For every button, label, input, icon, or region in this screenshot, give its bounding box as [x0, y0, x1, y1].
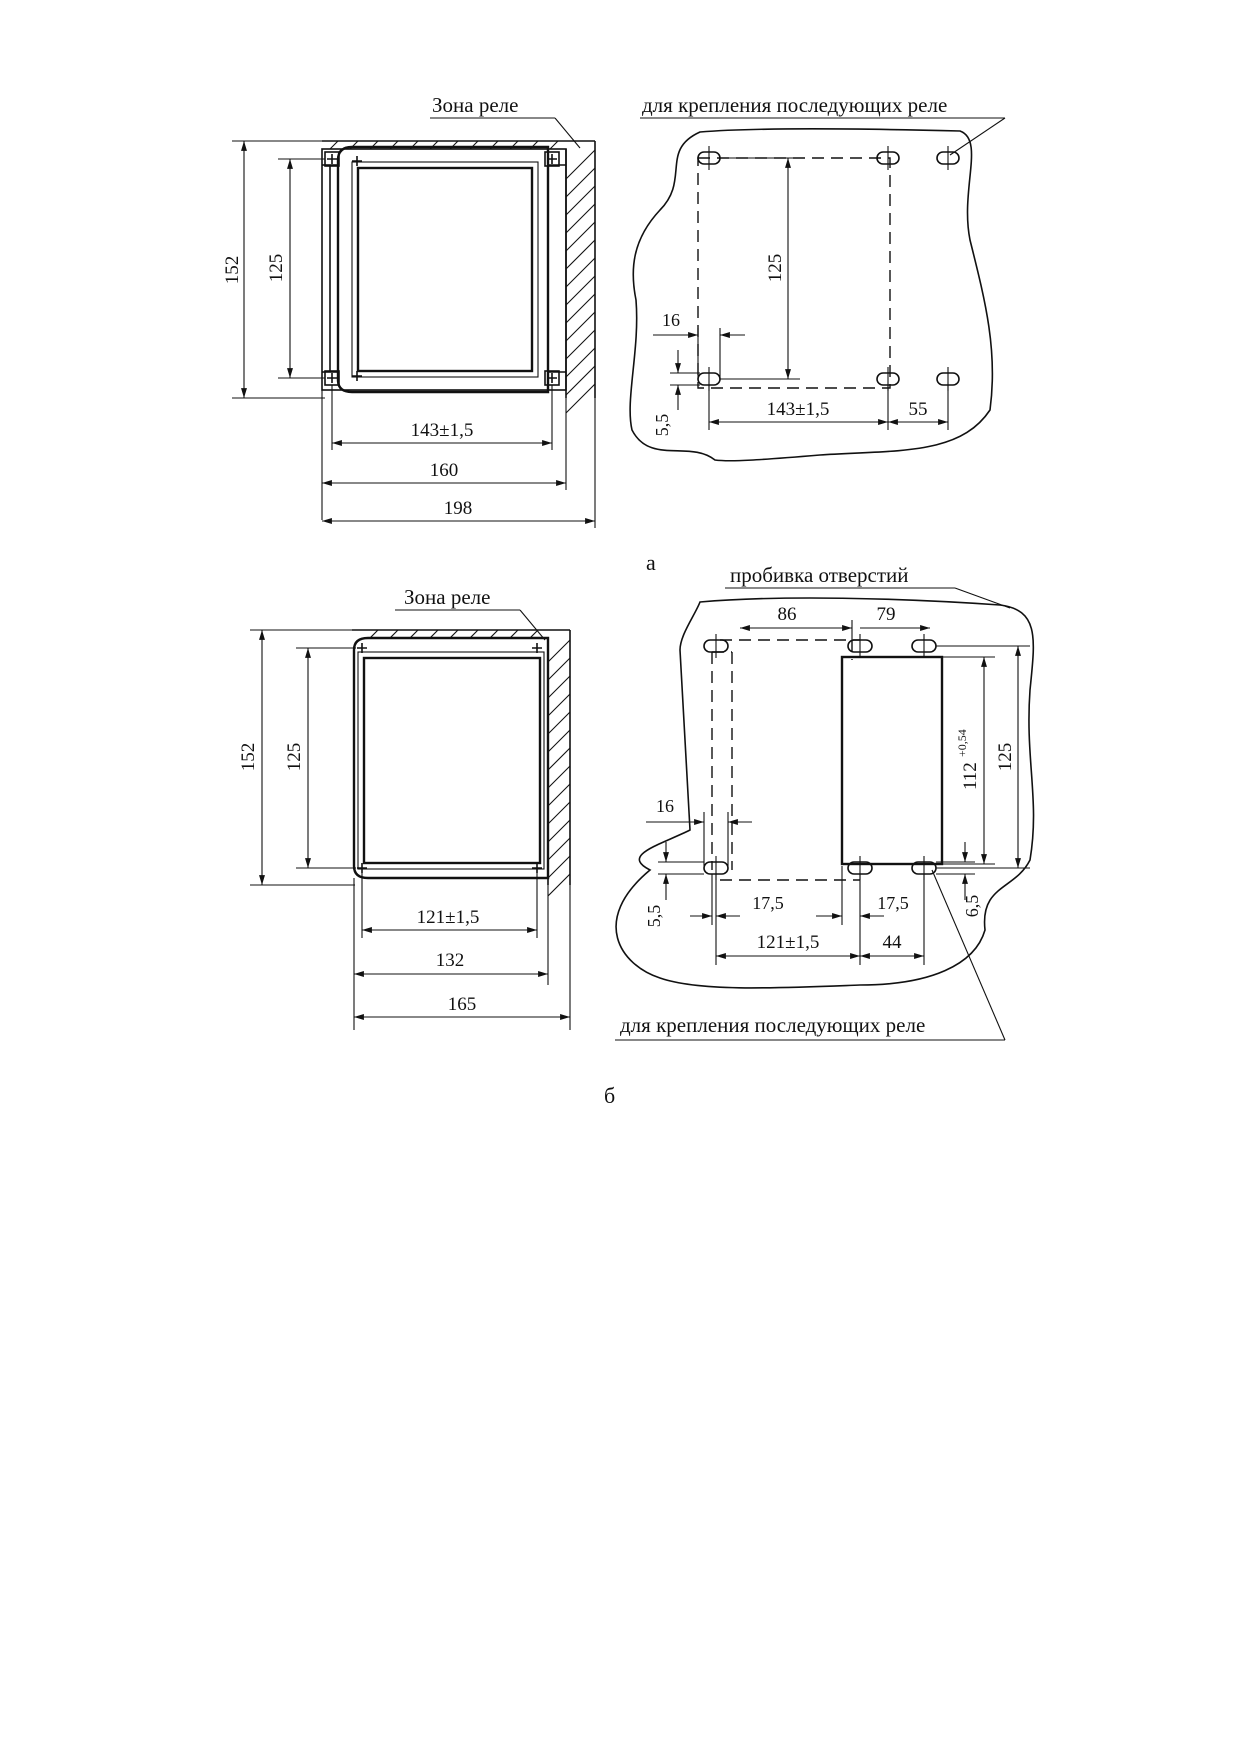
hatch-line — [565, 221, 596, 252]
hatch-line — [547, 693, 571, 717]
hatch-line — [565, 239, 596, 270]
fig-a-right-dim-55-offset: 5,5 — [652, 414, 672, 437]
hatch-line — [329, 140, 339, 150]
fig-b-dim-112-tol: +0,54 — [955, 729, 969, 757]
fig-b-right-dim-121: 121±1,5 — [757, 932, 820, 953]
hatch-line — [565, 167, 596, 198]
caption-a: а — [646, 550, 656, 575]
fig-b-dim-152: 152 — [238, 743, 259, 772]
hatch-line — [547, 801, 571, 825]
hatch-line — [565, 275, 596, 306]
hatch-line — [389, 629, 399, 639]
fig-a-slot-tr — [876, 146, 900, 170]
hatch-line — [547, 657, 571, 681]
hatch-line — [547, 855, 571, 879]
fig-b-dim-86: 86 — [778, 604, 797, 625]
fig-a-screw-tr — [544, 151, 560, 167]
fig-a-right-dim-125: 125 — [765, 254, 786, 283]
fig-b-right-dim-44: 44 — [883, 932, 903, 953]
hatch-line — [369, 629, 379, 639]
fig-b-relay-front: Зона реле 152 125 121±1,5 132 165 — [238, 585, 571, 1030]
hatch-line — [547, 729, 571, 753]
hatch-line — [565, 203, 596, 234]
fig-b-punch-label: пробивка отверстий — [730, 563, 909, 587]
fig-a-dim-160: 160 — [430, 460, 459, 481]
fig-a-dim-143: 143±1,5 — [411, 420, 474, 441]
hatch-line — [509, 629, 519, 639]
hatch-line — [565, 365, 596, 396]
fig-b-dim-112-group: 112 +0,54 — [955, 729, 981, 790]
fig-b-dim-79: 79 — [877, 604, 896, 625]
hatch-line — [429, 629, 439, 639]
fig-a-dim-152: 152 — [222, 256, 243, 285]
fig-b-right-dim-125: 125 — [995, 743, 1016, 772]
hatch-line — [565, 293, 596, 324]
hatch-line — [449, 629, 459, 639]
fig-a-right-dim-143: 143±1,5 — [767, 399, 830, 420]
hatch-line — [565, 329, 596, 360]
fig-b-panel-punching: пробивка отверстий 86 79 112 +0,54 125 1… — [615, 563, 1035, 1041]
hatch-line — [547, 873, 571, 897]
hatch-line — [469, 629, 479, 639]
fig-b-dim-6-5: 6,5 — [962, 895, 982, 918]
hatch-line — [565, 257, 596, 288]
fig-a-relay-zone-label: Зона реле — [432, 93, 518, 117]
fig-b-right-dim-16: 16 — [656, 796, 674, 816]
hatch-line — [565, 383, 596, 414]
fig-a-slot-next-t — [936, 146, 960, 170]
hatch-line — [409, 629, 419, 639]
hatch-line — [565, 185, 596, 216]
fig-b-mount-label: для крепления последующих реле — [620, 1013, 925, 1037]
fig-b-dim-5-5: 5,5 — [644, 905, 664, 928]
hatch-line — [547, 747, 571, 771]
hatch-line — [547, 711, 571, 735]
fig-a-panel-drilling: для крепления последующих реле 125 16 5,… — [629, 93, 1006, 462]
hatch-line — [529, 629, 539, 639]
fig-b-relay-zone-label: Зона реле — [404, 585, 490, 609]
fig-b-dim-121: 121±1,5 — [417, 907, 480, 928]
fig-a-panel-outline — [629, 128, 994, 462]
fig-a-right-dim-16: 16 — [662, 310, 680, 330]
fig-b-dim-165: 165 — [448, 994, 477, 1015]
fig-a-relay-front: Зона реле 152 125 143±1,5 160 198 — [222, 93, 596, 528]
fig-a-right-dim-55: 55 — [909, 399, 928, 420]
hatch-line — [547, 639, 571, 663]
hatch-line — [565, 311, 596, 342]
fig-b-panel-outline — [615, 597, 1035, 989]
fig-b-slot-tr — [911, 634, 937, 658]
fig-b-dim-125: 125 — [284, 743, 305, 772]
hatch-line — [489, 629, 499, 639]
fig-b-slot-tl — [703, 634, 729, 658]
fig-b-slot-tm — [847, 634, 873, 658]
hatch-line — [565, 347, 596, 378]
fig-b-hatched-zone — [352, 629, 571, 897]
fig-a-dim-125: 125 — [266, 254, 287, 283]
caption-b: б — [604, 1083, 615, 1108]
hatch-line — [549, 140, 559, 150]
fig-b-dim-112: 112 — [960, 762, 981, 790]
fig-b-dim-17-5-right: 17,5 — [877, 893, 909, 913]
hatch-line — [547, 675, 571, 699]
hatch-line — [547, 765, 571, 789]
hatch-line — [547, 837, 571, 861]
fig-b-dim-132: 132 — [436, 950, 465, 971]
fig-a-mount-label: для крепления последующих реле — [642, 93, 947, 117]
hatch-line — [547, 783, 571, 807]
hatch-line — [547, 819, 571, 843]
fig-b-dim-17-5-left: 17,5 — [752, 893, 784, 913]
fig-a-dim-198: 198 — [444, 498, 473, 519]
hatch-line — [565, 149, 596, 180]
